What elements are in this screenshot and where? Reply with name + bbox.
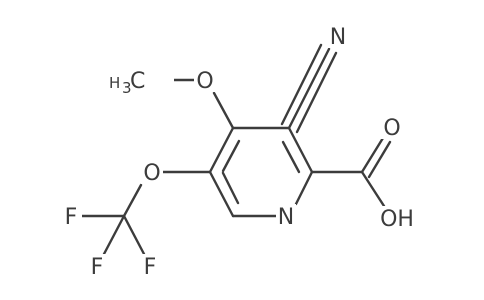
- bond-ring-c3-c2: [287, 126, 314, 174]
- bond-carbonyl-1: [360, 136, 385, 174]
- bond-ring-c5-c4: [208, 126, 235, 174]
- bond-c-oh: [360, 170, 386, 208]
- atom-o-carbonyl: O: [383, 116, 400, 141]
- bond-ring-c6-c5: [208, 170, 235, 218]
- atom-methyl-c: C: [130, 69, 145, 94]
- bond-ring-c2-n: [294, 170, 314, 206]
- atom-n-ring: N: [278, 205, 294, 230]
- bond-o-ether-cf3: [122, 183, 143, 218]
- atom-n-nitrile: N: [330, 25, 346, 50]
- atom-o-methoxy: O: [196, 69, 213, 94]
- bond-ring-c6-c5-inner: [221, 171, 240, 205]
- bond-c4-o-methoxy: [212, 91, 235, 130]
- bond-nitrile-3: [280, 43, 323, 126]
- bond-ring-c5-c4-inner: [221, 139, 241, 173]
- atom-methyl-h: H: [109, 74, 120, 92]
- atom-hydroxyl: OH: [380, 207, 414, 232]
- bond-carbonyl-2: [367, 140, 392, 179]
- bond-nitrile-1: [287, 47, 331, 130]
- atom-layer: N N O O O OH H 3 C F F F: [62, 24, 417, 280]
- bond-layer: [80, 43, 392, 256]
- bond-ring-c3-c2-inner: [281, 140, 301, 174]
- atom-methyl-subscript: 3: [122, 79, 132, 97]
- bond-cf3-f-bottom: [102, 214, 126, 256]
- atom-f-left: F: [65, 205, 78, 230]
- bond-nitrile-2: [295, 51, 338, 134]
- atom-f-right: F: [144, 255, 157, 280]
- bond-cf3-f-right: [122, 214, 146, 256]
- atom-o-ether: O: [143, 161, 160, 186]
- atom-f-bottom: F: [91, 255, 104, 280]
